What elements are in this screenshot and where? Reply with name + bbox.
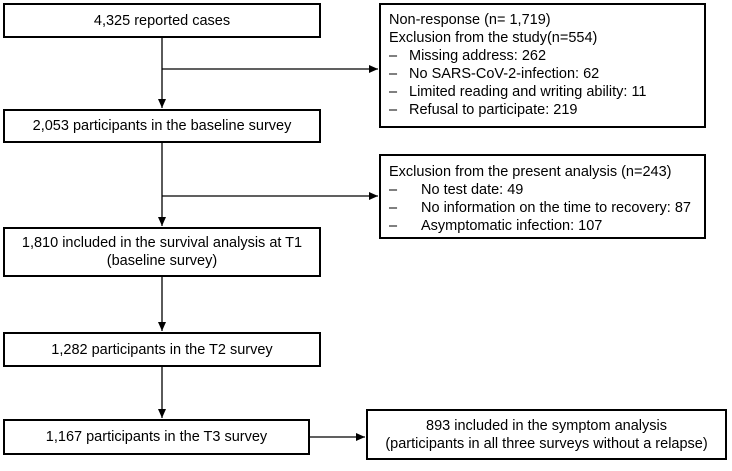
t3-survey-box: 1,167 participants in the T3 survey (3, 419, 310, 455)
list-item: –Asymptomatic infection: 107 (389, 218, 603, 234)
list-item: –No test date: 49 (389, 182, 524, 198)
symptom-analysis-box: 893 included in the symptom analysis (pa… (366, 409, 727, 460)
dash-marker: – (389, 182, 398, 198)
dash-marker: – (389, 218, 398, 234)
exclusion-study-box: Non-response (n= 1,719) Exclusion from t… (379, 3, 706, 128)
list-item: –Missing address: 262 (389, 48, 547, 64)
dash-marker: – (389, 66, 398, 82)
survival-analysis-line2: (baseline survey) (106, 253, 218, 269)
list-item: –No information on the time to recovery:… (389, 200, 691, 216)
list-item: –No SARS-CoV-2-infection: 62 (389, 66, 600, 82)
dash-marker: – (389, 48, 398, 64)
reported-cases-text: 4,325 reported cases (93, 12, 231, 29)
symptom-analysis-line1: 893 included in the symptom analysis (426, 417, 667, 434)
list-item: –Refusal to participate: 219 (389, 102, 578, 118)
list-item: –Limited reading and writing ability: 11 (389, 84, 647, 100)
baseline-survey-text: 2,053 participants in the baseline surve… (32, 118, 292, 134)
symptom-analysis-line2: (participants in all three surveys witho… (385, 435, 708, 452)
exclusion-analysis-title: Exclusion from the present analysis (n=2… (389, 164, 672, 180)
survival-analysis-line1: 1,810 included in the survival analysis … (21, 235, 303, 251)
exclusion-study-text: Exclusion from the study(n=554) (389, 30, 598, 46)
t2-survey-text: 1,282 participants in the T2 survey (51, 341, 273, 358)
reported-cases-box: 4,325 reported cases (3, 3, 321, 38)
dash-marker: – (389, 102, 398, 118)
baseline-survey-box: 2,053 participants in the baseline surve… (3, 109, 321, 143)
non-response-text: Non-response (n= 1,719) (389, 12, 551, 28)
dash-marker: – (389, 84, 398, 100)
t3-survey-text: 1,167 participants in the T3 survey (45, 429, 268, 445)
dash-marker: – (389, 200, 398, 216)
t2-survey-box: 1,282 participants in the T2 survey (3, 332, 321, 367)
exclusion-analysis-box: Exclusion from the present analysis (n=2… (379, 154, 706, 239)
survival-analysis-box: 1,810 included in the survival analysis … (3, 227, 321, 277)
